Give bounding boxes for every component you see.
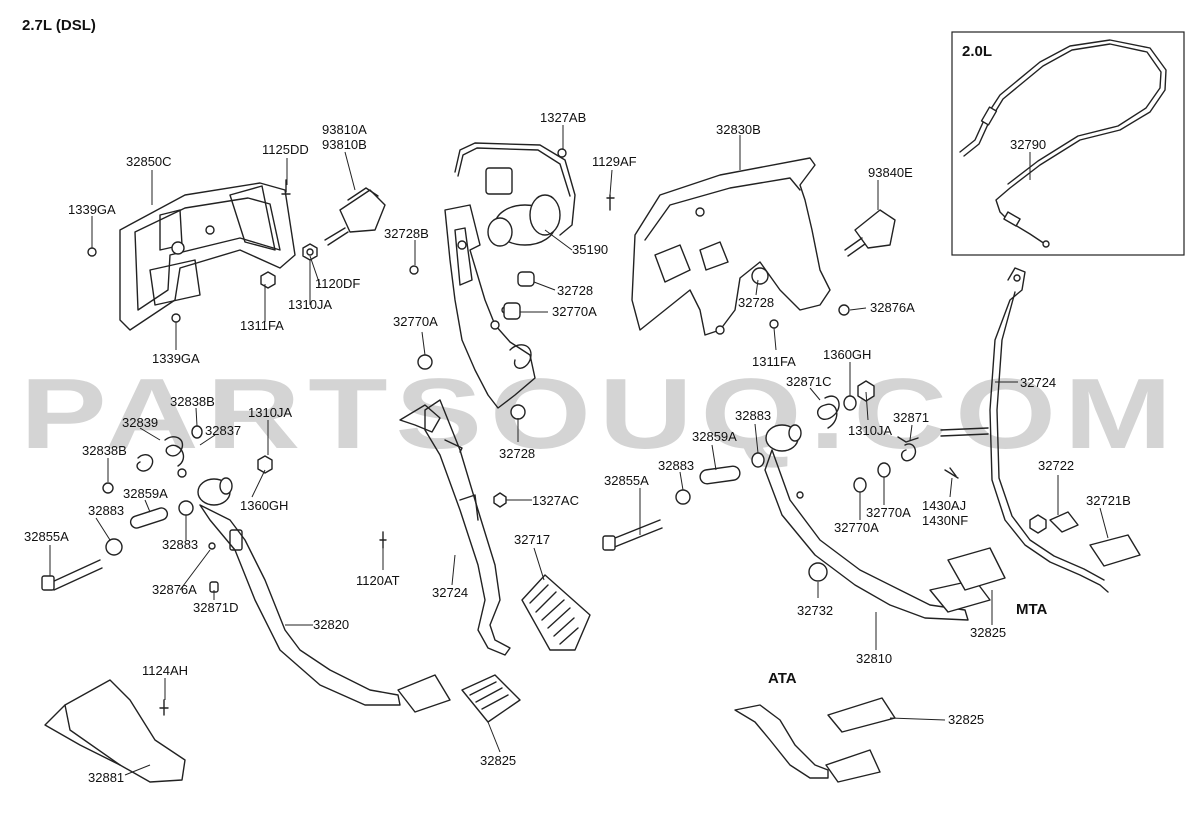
label-35190[interactable]: 35190 <box>572 242 608 257</box>
label-32855A[interactable]: 32855A <box>604 473 649 488</box>
pedal-32820-drawing <box>41 425 521 723</box>
label-32810[interactable]: 32810 <box>856 651 892 666</box>
label-32721B[interactable]: 32721B <box>1086 493 1131 508</box>
label-32883-4[interactable]: 32883 <box>162 537 198 552</box>
label-1310JA-3[interactable]: 1310JA <box>248 405 292 420</box>
label-1311FA-2[interactable]: 1311FA <box>752 354 796 369</box>
label-32722[interactable]: 32722 <box>1038 458 1074 473</box>
label-ata: ATA <box>768 670 797 687</box>
label-32837[interactable]: 32837 <box>205 423 241 438</box>
label-32717[interactable]: 32717 <box>514 532 550 547</box>
label-1310JA[interactable]: 1310JA <box>288 297 332 312</box>
label-32728B[interactable]: 32728B <box>384 226 429 241</box>
label-32728[interactable]: 32728 <box>557 283 593 298</box>
label-1339GA-2[interactable]: 1339GA <box>152 351 200 366</box>
label-1120DF[interactable]: 1120DF <box>315 276 360 291</box>
label-32830B[interactable]: 32830B <box>716 122 761 137</box>
footrest-32881-drawing <box>44 679 186 783</box>
label-32825-3[interactable]: 32825 <box>948 712 984 727</box>
label-93840E[interactable]: 93840E <box>868 165 913 180</box>
label-32770A-2[interactable]: 32770A <box>393 314 438 329</box>
label-32838B-2[interactable]: 32838B <box>82 443 127 458</box>
bracket-32850C-drawing <box>119 182 296 331</box>
label-1125DD[interactable]: 1125DD <box>262 142 309 157</box>
label-93810B[interactable]: 93810B <box>322 137 367 152</box>
cable-32790-drawing <box>959 39 1167 248</box>
label-1430AJ[interactable]: 1430AJ <box>922 498 966 513</box>
label-32728-2[interactable]: 32728 <box>499 446 535 461</box>
label-32825-2[interactable]: 32825 <box>480 753 516 768</box>
leader-lines <box>49 125 1109 776</box>
watermark: PARTSOUQ.COM <box>20 358 1180 470</box>
bracket-center-drawing <box>409 204 536 508</box>
label-1120AT[interactable]: 1120AT <box>356 573 400 588</box>
rod-32724-drawing <box>989 267 1141 593</box>
label-32883-2[interactable]: 32883 <box>658 458 694 473</box>
label-32724-2[interactable]: 32724 <box>1020 375 1056 390</box>
label-1124AH[interactable]: 1124AH <box>142 663 188 678</box>
label-32859A[interactable]: 32859A <box>692 429 737 444</box>
label-32876A[interactable]: 32876A <box>870 300 915 315</box>
label-mta: MTA <box>1016 601 1048 618</box>
label-32876A-2[interactable]: 32876A <box>152 582 197 597</box>
label-1327AC[interactable]: 1327AC <box>532 493 579 508</box>
label-32859A-2[interactable]: 32859A <box>123 486 168 501</box>
label-32883-3[interactable]: 32883 <box>88 503 124 518</box>
pedal-ata-drawing <box>734 697 896 783</box>
engine-title: 2.7L (DSL) <box>22 17 96 34</box>
part-labels: 32850C 1125DD 93810A 93810B 1339GA 1120D… <box>24 110 1131 785</box>
label-32724[interactable]: 32724 <box>432 585 468 600</box>
inset-box <box>951 31 1185 256</box>
label-1310JA-2[interactable]: 1310JA <box>848 423 892 438</box>
label-32850C[interactable]: 32850C <box>126 154 172 169</box>
label-32820[interactable]: 32820 <box>313 617 349 632</box>
label-32728-3[interactable]: 32728 <box>738 295 774 310</box>
label-32871C[interactable]: 32871C <box>786 374 832 389</box>
label-1430NF[interactable]: 1430NF <box>922 513 968 528</box>
fasteners-left-drawing <box>87 179 386 323</box>
inset-title: 2.0L <box>962 43 992 60</box>
label-1339GA[interactable]: 1339GA <box>68 202 116 217</box>
label-32839[interactable]: 32839 <box>122 415 158 430</box>
label-32770A-4[interactable]: 32770A <box>834 520 879 535</box>
switch-35190-drawing <box>454 142 615 247</box>
bracket-32830B-drawing <box>631 157 896 336</box>
label-1327AB[interactable]: 1327AB <box>540 110 586 125</box>
pad-32717-drawing <box>521 574 591 651</box>
label-1360GH-2[interactable]: 1360GH <box>240 498 288 513</box>
label-32770A[interactable]: 32770A <box>552 304 597 319</box>
label-32855A-2[interactable]: 32855A <box>24 529 69 544</box>
label-1129AF[interactable]: 1129AF <box>592 154 637 169</box>
label-32881[interactable]: 32881 <box>88 770 124 785</box>
label-32825[interactable]: 32825 <box>970 625 1006 640</box>
label-32838B[interactable]: 32838B <box>170 394 215 409</box>
label-32883[interactable]: 32883 <box>735 408 771 423</box>
label-32732[interactable]: 32732 <box>797 603 833 618</box>
label-93810A[interactable]: 93810A <box>322 122 367 137</box>
label-32790[interactable]: 32790 <box>1010 137 1046 152</box>
pedal-center-drawing <box>379 399 511 656</box>
label-1311FA[interactable]: 1311FA <box>240 318 284 333</box>
label-32871[interactable]: 32871 <box>893 410 929 425</box>
label-1360GH[interactable]: 1360GH <box>823 347 871 362</box>
label-32871D[interactable]: 32871D <box>193 600 239 615</box>
label-32770A-3[interactable]: 32770A <box>866 505 911 520</box>
